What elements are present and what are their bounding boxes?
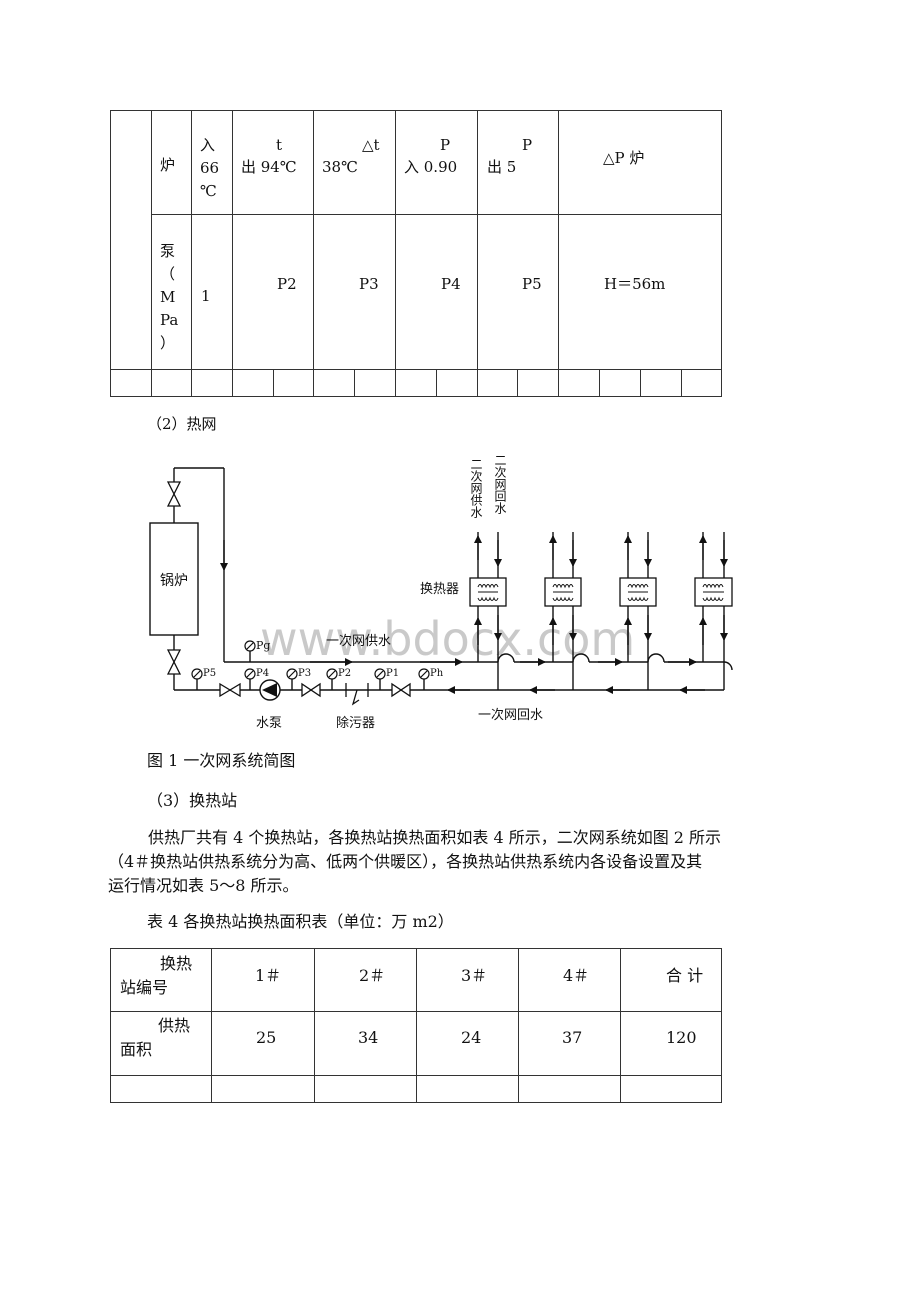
table-4-header-label-1: 换热: [160, 954, 193, 973]
paragraph-line-2: （4＃换热站供热系统分为高、低两个供暖区），各换热站供热系统内各设备设置及其: [108, 852, 703, 871]
figure-caption: 图 1 一次网系统简图: [147, 751, 296, 770]
paragraph-line-1: 供热厂共有 4 个换热站，各换热站换热面积如表 4 所示，二次网系统如图 2 所…: [148, 828, 722, 847]
primary-return-label: 一次网回水: [478, 707, 543, 723]
boiler-shape: [149, 522, 199, 636]
p-inlet-value: 入 0.90: [404, 158, 458, 176]
p2-cell: P2: [277, 275, 297, 293]
gauge-pg-icon: [244, 640, 256, 652]
pump-label: 泵 （ M Pa ）: [160, 242, 179, 352]
gauge-p2-icon: [326, 668, 338, 680]
pump-head: H＝56m: [604, 275, 666, 293]
valve-icon: [391, 682, 411, 698]
p-inlet-label: P: [440, 136, 451, 154]
pump-icon: [259, 679, 281, 701]
inlet-temp-value: 66: [200, 159, 220, 177]
pump-text: 水泵: [256, 716, 282, 731]
heat-exchanger-1: [469, 577, 507, 607]
boiler-text: 锅炉: [160, 573, 188, 589]
strainer-icon: [345, 683, 369, 706]
p5-cell: P5: [522, 275, 542, 293]
primary-network-diagram: www.bdocx.com: [149, 454, 733, 731]
table-4-header-2: 2＃: [359, 966, 386, 985]
heat-exchanger-3: [619, 577, 657, 607]
gauge-pg-label: Pg: [256, 639, 270, 652]
valve-icon: [219, 682, 241, 698]
table-4-header-total: 合 计: [666, 966, 704, 985]
paragraph: 供热厂共有 4 个换热站，各换热站换热面积如表 4 所示，二次网系统如图 2 所…: [108, 826, 828, 898]
outlet-temp: 出 94℃: [241, 158, 297, 176]
table-4-title: 表 4 各换热站换热面积表（单位：万 m2）: [147, 912, 454, 931]
table-4-header-1: 1＃: [255, 966, 282, 985]
table-4-row-label-1: 供热: [158, 1016, 191, 1035]
gauge-p2-label: P2: [338, 668, 351, 679]
secondary-return-label: 二次网回水: [493, 454, 507, 514]
gauge-ph-label: Ph: [430, 668, 444, 679]
table-4-grid: [110, 948, 722, 1103]
p3-cell: P3: [359, 275, 379, 293]
table-4-row-label-2: 面积: [120, 1040, 153, 1059]
t-label: t: [276, 136, 283, 154]
inlet-temp-unit: ℃: [200, 182, 217, 200]
paragraph-line-3: 运行情况如表 5～8 所示。: [108, 876, 299, 895]
p4-cell: P4: [441, 275, 461, 293]
table-4-header-3: 3＃: [461, 966, 488, 985]
gauge-p3-label: P3: [298, 668, 311, 679]
heat-exchanger-label: 换热器: [420, 582, 459, 597]
heading-station: （3）换热站: [147, 791, 238, 810]
heat-exchanger-4: [694, 577, 733, 607]
table-4-value-4: 37: [562, 1028, 583, 1047]
valve-icons: [166, 481, 411, 698]
table-4-value-3: 24: [461, 1028, 482, 1047]
heat-exchangers: [469, 577, 733, 607]
boiler-label: 炉: [160, 156, 176, 174]
strainer-text: 除污器: [336, 716, 375, 731]
secondary-supply-label: 二次网供水: [469, 458, 483, 518]
gauge-p4-icon: [244, 668, 256, 680]
primary-supply-label: 一次网供水: [326, 633, 391, 649]
table-4-value-total: 120: [666, 1028, 697, 1047]
heading-heat-network: （2）热网: [147, 415, 217, 433]
gauge-p5-icon: [191, 668, 203, 680]
delta-t-label: △t: [362, 136, 380, 154]
valve-icon: [301, 682, 321, 698]
gauge-p4-label: P4: [256, 668, 269, 679]
watermark: www.bdocx.com: [260, 612, 635, 666]
pump-count: 1: [201, 287, 211, 305]
p-outlet-value: 出 5: [487, 158, 517, 176]
gauge-ph-icon: [418, 668, 430, 680]
table-4-header-label-2: 站编号: [120, 978, 169, 997]
inlet-label: 入: [200, 136, 216, 154]
gauge-p1-label: P1: [386, 668, 399, 679]
delta-p-boiler: △P 炉: [603, 149, 645, 167]
p-outlet-label: P: [522, 136, 533, 154]
table-4-header-4: 4＃: [563, 966, 590, 985]
gauge-p1-icon: [374, 668, 386, 680]
valve-icon: [166, 649, 182, 675]
table-4-value-2: 34: [358, 1028, 379, 1047]
valve-icon: [166, 481, 182, 507]
table-4-value-1: 25: [256, 1028, 277, 1047]
delta-t-value: 38℃: [322, 158, 358, 176]
table-1-grid: [110, 110, 722, 397]
gauge-p5-label: P5: [203, 668, 216, 679]
heat-exchanger-2: [544, 577, 582, 607]
gauge-p3-icon: [286, 668, 298, 680]
